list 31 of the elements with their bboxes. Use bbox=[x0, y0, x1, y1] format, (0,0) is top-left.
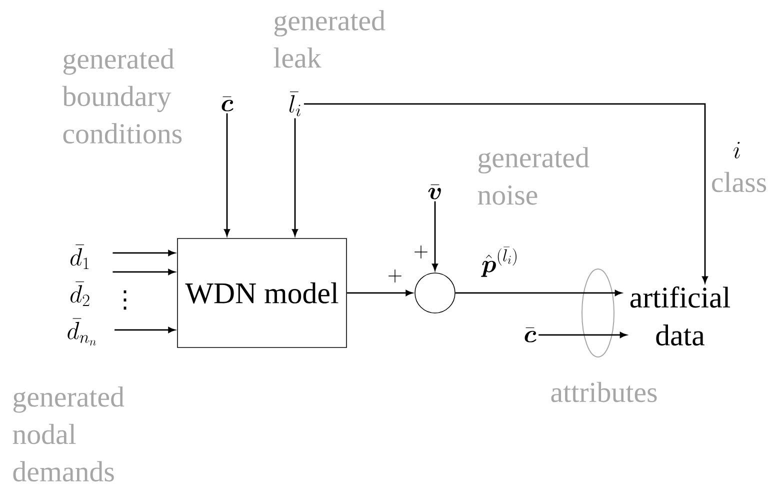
class-label: class bbox=[712, 172, 766, 192]
annotation-text: generated boundary conditions bbox=[62, 48, 182, 144]
arrow bbox=[112, 269, 176, 275]
variable-symbol: $\bar{d}_2$ bbox=[70, 282, 90, 306]
arrow bbox=[114, 327, 176, 333]
arrow bbox=[112, 250, 176, 256]
summing-circle bbox=[414, 272, 456, 314]
arrow bbox=[346, 290, 413, 296]
variable-symbol: $\bar{\boldsymbol{c}}$ bbox=[222, 96, 234, 112]
annotation-text: generated nodal demands bbox=[12, 386, 124, 482]
annotation-text: generated noise bbox=[478, 147, 590, 205]
arrow bbox=[538, 332, 627, 338]
arrow bbox=[432, 201, 438, 270]
variable-symbol: $\bar{l}_i$ bbox=[289, 92, 300, 116]
variable-symbol: $\bar{\boldsymbol{v}}$ bbox=[428, 184, 441, 200]
edge-label: $\hat{\boldsymbol{p}}^{(\bar{l}_i)}$ bbox=[481, 246, 516, 277]
arrow bbox=[292, 118, 298, 236]
variable-symbol: $\bar{d}_{n_n}$ bbox=[68, 318, 96, 346]
edge-label: $+$ bbox=[388, 270, 402, 282]
edge-label: $+$ bbox=[414, 246, 428, 258]
output-label: artificial data bbox=[630, 286, 730, 346]
annotation-text: generated leak bbox=[274, 10, 386, 68]
variable-symbol: $\bar{\boldsymbol{c}}$ bbox=[524, 327, 536, 342]
arrow bbox=[455, 290, 622, 296]
vertical-dots: ⋮ bbox=[124, 290, 126, 310]
arrow bbox=[224, 113, 230, 236]
attributes-label: attributes bbox=[551, 382, 657, 402]
arrow bbox=[304, 103, 708, 284]
edge-label: $i$ bbox=[734, 142, 740, 158]
model-box: WDN model bbox=[177, 238, 347, 348]
variable-symbol: $\bar{d}_1$ bbox=[70, 244, 89, 270]
